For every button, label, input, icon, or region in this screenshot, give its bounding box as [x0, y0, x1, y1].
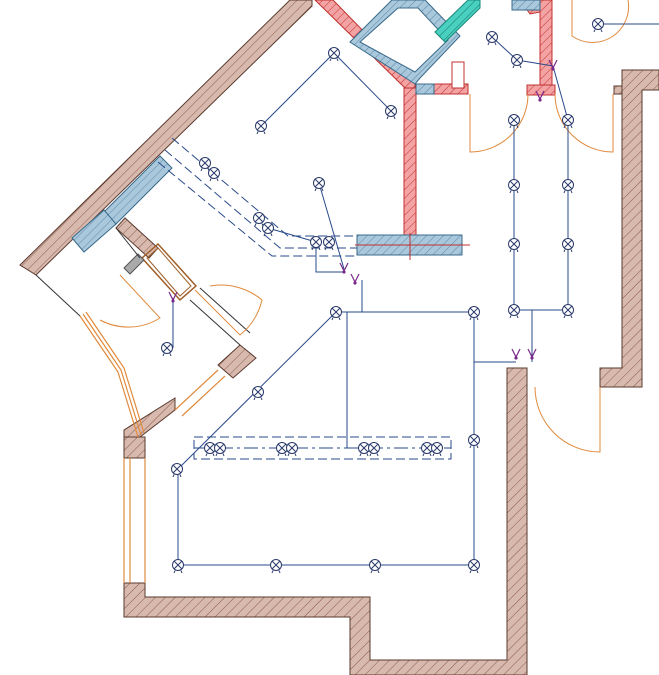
light-fixture-icon — [310, 236, 322, 251]
light-fixture-icon — [199, 157, 211, 172]
light-fixture-icon — [508, 238, 520, 253]
light-fixture-icon — [508, 114, 520, 129]
light-fixture-icon — [262, 222, 274, 237]
light-fixture-icon — [508, 304, 520, 319]
light-fixture-icon — [252, 386, 264, 401]
light-switch-icon — [350, 273, 360, 285]
window-bath-a — [174, 369, 219, 411]
wall-bathroom-diagonal — [217, 344, 257, 379]
bathtub-inner — [146, 247, 192, 297]
light-fixture-icon — [330, 306, 342, 321]
light-fixture-icon — [562, 179, 574, 194]
light-switch-icon — [168, 291, 178, 303]
door-swing-bath — [194, 284, 263, 336]
wall-east — [599, 69, 659, 388]
insulation-blocks — [71, 0, 541, 256]
door-swing-east — [534, 386, 601, 453]
wiring — [172, 23, 659, 566]
partition-vertical-northeast — [539, 0, 553, 89]
light-fixture-icon — [171, 463, 183, 478]
light-fixture-icon — [368, 442, 380, 457]
light-fixture-icon — [358, 442, 370, 457]
insulation-wall-west-lower — [71, 209, 117, 253]
light-fixture-icon — [313, 177, 325, 192]
light-fixture-icon — [431, 442, 443, 457]
light-fixture-icon — [468, 434, 480, 449]
door-swing-north-right — [554, 93, 614, 153]
light-fixture-icon — [208, 167, 220, 182]
light-switch-icon — [535, 90, 545, 102]
light-fixture-icon — [562, 114, 574, 129]
wall-diagonal-northwest — [19, 0, 313, 276]
light-fixtures — [161, 18, 604, 574]
light-fixture-icon — [286, 442, 298, 457]
light-fixture-icon — [161, 342, 173, 357]
light-fixture-icon — [204, 442, 216, 457]
light-fixture-icon — [468, 559, 480, 574]
duct-shaft-inner — [359, 7, 449, 73]
light-fixture-icon — [592, 18, 604, 33]
bathtub-outer — [140, 242, 198, 302]
light-fixture-icon — [385, 105, 397, 120]
light-fixture-icon — [468, 306, 480, 321]
partition-vertical-center — [403, 87, 417, 237]
light-switch-icon — [339, 262, 349, 274]
partition-jamb-northeast — [526, 84, 556, 96]
door-swing-wc — [99, 274, 161, 328]
light-fixture-icon — [421, 442, 433, 457]
light-fixture-icon — [276, 442, 288, 457]
light-fixture-icon — [323, 236, 335, 251]
wall-stub-diagonal — [123, 397, 176, 438]
light-fixture-icon — [508, 179, 520, 194]
light-fixture-icon — [369, 559, 381, 574]
light-fixture-icon — [486, 31, 498, 46]
light-fixture-icon — [270, 559, 282, 574]
light-switch-icon — [511, 348, 521, 360]
light-fixture-icon — [214, 442, 226, 457]
light-fixture-icon — [172, 559, 184, 574]
light-fixture-icon — [255, 120, 267, 135]
wall-south-west — [123, 367, 528, 675]
windows — [79, 242, 226, 583]
window-bath-b — [181, 375, 226, 417]
door-swing-north-left — [469, 93, 529, 153]
window-west-bay-outer — [79, 315, 139, 438]
window-west-bay-glass — [82, 313, 142, 436]
light-fixture-icon — [511, 54, 523, 69]
light-switch-icon — [527, 348, 537, 360]
wall-stub-west — [123, 436, 146, 459]
light-fixture-icon — [253, 212, 265, 227]
insulation-strip-east — [415, 83, 435, 95]
thin-outlines — [35, 227, 251, 346]
door-swing-northeast-top — [571, 0, 630, 43]
insulation-ne-top — [511, 0, 541, 11]
teal-panel — [434, 0, 481, 43]
door-swings — [99, 0, 630, 453]
wall-bathroom-corner — [115, 217, 159, 259]
light-switch-icon — [548, 59, 558, 71]
wall-jamb-east-top — [613, 85, 623, 95]
light-fixture-icon — [328, 47, 340, 62]
light-fixture-icon — [562, 238, 574, 253]
ne-wall-piece — [451, 61, 465, 89]
window-west-bay-inner — [85, 311, 145, 434]
bath-fixture — [123, 253, 145, 275]
wall-switches — [168, 59, 558, 360]
light-fixture-icon — [562, 304, 574, 319]
